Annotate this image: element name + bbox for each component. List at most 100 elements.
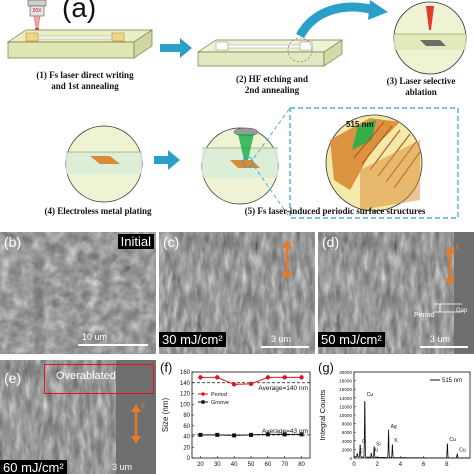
fluence-c: 30 mJ/cm² (159, 332, 226, 347)
peak-label: K (394, 438, 398, 444)
peak-label: O (362, 439, 366, 445)
chart-g: 0200040006000800010000120001400016000180… (318, 370, 471, 468)
panel-a-illustration (6, 0, 467, 219)
glass-block-1 (6, 29, 154, 59)
data-point (282, 375, 287, 380)
y-tick-label: 8000 (342, 422, 353, 427)
panel-g-label: (g) (318, 360, 334, 375)
legend-marker (201, 400, 205, 404)
x-tick-label: 6 (422, 462, 426, 468)
y-tick-label: 100 (180, 402, 191, 408)
scalebar-e-label: 3 um (112, 462, 133, 472)
overablated-box (44, 364, 154, 394)
y-tick-label: 120 (180, 392, 191, 398)
y-tick-label: 20000 (339, 370, 352, 375)
gap-label: Gap (456, 308, 468, 314)
data-point (248, 381, 254, 387)
legend-marker (201, 392, 205, 396)
step-3-caption: (3) Laser selective ablation (386, 76, 456, 97)
panel-d: (d) E Period Gap 50 mJ/cm² 3 um (318, 232, 474, 354)
e-field-arrow-icon (282, 240, 292, 280)
glass-block-2 (196, 37, 344, 67)
data-point (198, 375, 203, 380)
data-point (282, 432, 287, 437)
y-tick-label: 14000 (339, 396, 352, 401)
y-tick-label: 6000 (342, 430, 353, 435)
y-axis-label: Size (nm) (161, 398, 170, 433)
scalebar-d-label: 3 um (430, 334, 451, 344)
plot-frame (353, 371, 471, 459)
panel-e-label: (e) (4, 370, 22, 386)
y-axis-label: Integral Counts (318, 389, 327, 440)
x-tick-label: 70 (281, 462, 288, 468)
y-tick-label: 0 (187, 456, 191, 462)
x-tick-label: 0 (352, 462, 356, 468)
x-tick-label: 30 (214, 462, 221, 468)
x-tick-label: 60 (265, 462, 272, 468)
x-tick-label: 80 (298, 462, 305, 468)
average-annotation: Average=43 nm (262, 428, 308, 435)
plating-circle (65, 125, 143, 203)
peak-label: Al (373, 448, 377, 454)
y-tick-label: 40 (183, 435, 190, 441)
scalebar-c (261, 346, 309, 348)
e-label-d: E (455, 244, 460, 252)
magnification-badge: 20X (32, 8, 42, 14)
overablated-tag: Overablated (56, 370, 116, 382)
step-1-caption: (1) Fs laser direct writing and 1st anne… (36, 70, 134, 91)
panel-b: (b) Initial 10 um (0, 232, 156, 354)
scalebar-b-label: 10 um (82, 332, 108, 342)
data-point (249, 432, 253, 437)
scalebar-b (78, 344, 148, 346)
fluence-d: 50 mJ/cm² (318, 332, 385, 347)
scalebar-d (420, 346, 468, 348)
spectrum-line (353, 401, 470, 459)
initial-tag: Initial (117, 234, 154, 249)
data-point (198, 432, 203, 437)
x-tick-label: 8 (445, 462, 449, 468)
y-tick-label: 160 (180, 370, 191, 376)
ablation-zoom-circle (393, 1, 467, 75)
x-tick-label: 4 (399, 462, 403, 468)
e-field-arrow-icon (131, 404, 141, 444)
lipss-circle (201, 127, 279, 205)
data-point (215, 375, 220, 380)
curved-arrow (296, 2, 376, 39)
y-tick-label: 60 (183, 424, 190, 430)
period-label: Period (414, 312, 435, 319)
data-point (265, 375, 271, 380)
x-tick-label: 2 (376, 462, 380, 468)
period-marker (434, 303, 462, 313)
peak-label: C (359, 449, 363, 455)
peak-label: Si (376, 441, 380, 447)
data-point (231, 382, 237, 387)
data-point (299, 375, 304, 380)
y-tick-label: 10000 (339, 413, 352, 418)
data-point (299, 432, 304, 437)
sem-image-e (0, 360, 116, 474)
y-tick-label: 18000 (339, 379, 352, 384)
peak-label: Cu (367, 392, 374, 398)
panel-d-label: (d) (322, 234, 340, 250)
objective-lens-icon (27, 0, 47, 42)
step-4-caption: (4) Electroless metal plating (44, 206, 152, 216)
y-tick-label: 16000 (339, 387, 352, 392)
step-arrow-2 (154, 150, 180, 170)
legend-label: 515 nm (442, 378, 462, 384)
fluence-e: 60 mJ/cm² (0, 460, 67, 474)
e-field-arrow-icon (445, 246, 455, 286)
panel-f-label: (f) (160, 360, 173, 375)
y-tick-label: 140 (180, 381, 191, 387)
data-point (232, 433, 237, 438)
peak-label: Cu (449, 437, 456, 443)
legend-label: Groove (211, 400, 229, 406)
y-tick-label: 4000 (342, 439, 353, 444)
y-tick-label: 2000 (342, 447, 353, 452)
x-tick-label: 20 (197, 462, 204, 468)
data-point (215, 432, 220, 437)
peak-label: Cu (459, 448, 466, 454)
y-tick-label: 80 (183, 413, 190, 419)
